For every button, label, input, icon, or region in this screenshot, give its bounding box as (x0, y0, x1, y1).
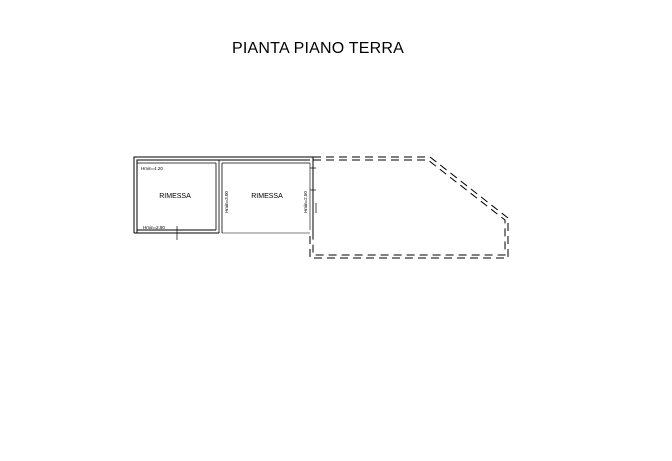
room-1-label: RIMESSA (159, 193, 191, 200)
opening-marks (176, 167, 317, 240)
dashed-perimeter-inner (312, 159, 506, 256)
outer-wall-outer-line (133, 156, 314, 233)
drawing-title: PIANTA PIANO TERRA (232, 40, 404, 57)
room-2-label: RIMESSA (251, 193, 283, 200)
dashed-perimeter-outer (309, 156, 509, 259)
dashed-outline (309, 156, 509, 259)
height-label-room2-left: Hmin=3.00 (224, 191, 229, 213)
room-2-front (222, 163, 311, 234)
height-label-room1-bottom: Hmin=2.90 (143, 225, 165, 230)
outer-walls (133, 156, 314, 234)
height-label-room1-top: Hmin=4.20 (141, 166, 163, 171)
outer-wall-inner-line (136, 159, 310, 233)
height-label-room2-right: Hmin=2.50 (303, 191, 308, 213)
room-1-walls (137, 160, 310, 233)
